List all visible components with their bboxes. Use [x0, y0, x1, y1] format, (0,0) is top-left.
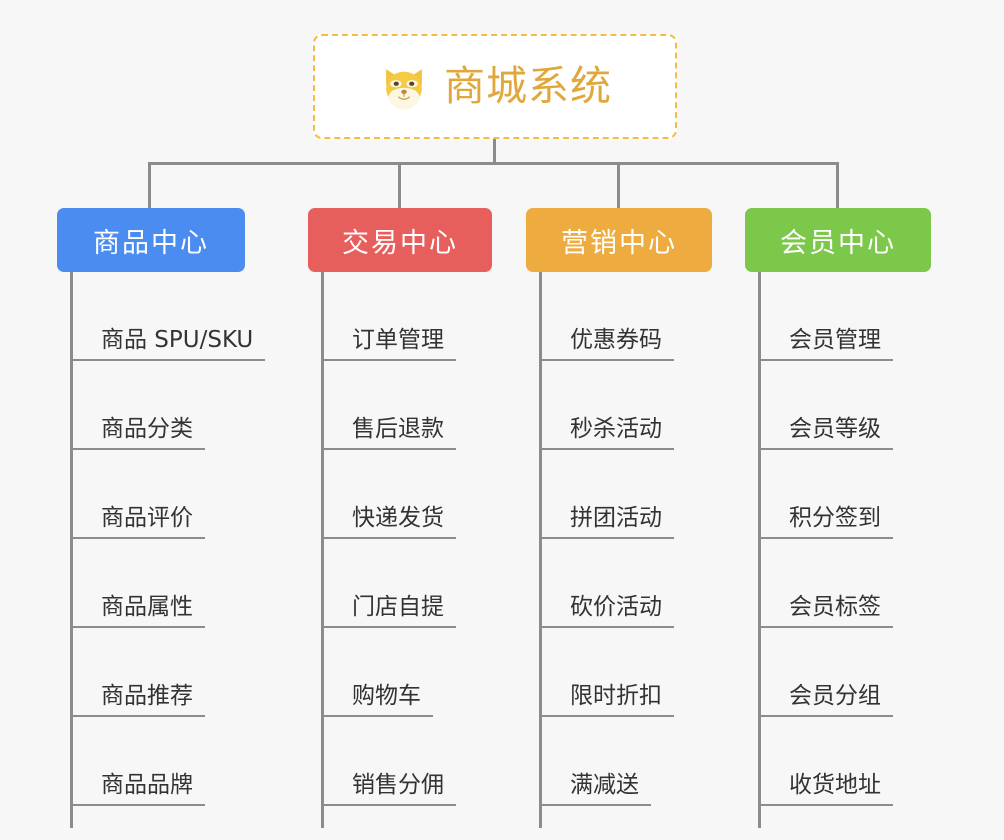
- list-item[interactable]: 积分签到: [745, 450, 931, 539]
- leaf-label: 砍价活动: [539, 594, 674, 628]
- category-column-3: 营销中心 优惠券码 秒杀活动 拼团活动 砍价活动 限时折扣 满减送: [526, 208, 712, 828]
- leaf-label: 销售分佣: [321, 772, 456, 806]
- category-header-3[interactable]: 营销中心: [526, 208, 712, 272]
- list-item[interactable]: 订单管理: [308, 272, 492, 361]
- column-spine-1: [70, 272, 73, 828]
- leaf-label: 商品品牌: [70, 772, 205, 806]
- list-item[interactable]: 会员分组: [745, 628, 931, 717]
- list-item[interactable]: 限时折扣: [526, 628, 712, 717]
- connector-root-vertical: [493, 139, 496, 165]
- connector-drop-2: [398, 162, 401, 208]
- list-item[interactable]: 拼团活动: [526, 450, 712, 539]
- list-item[interactable]: 会员管理: [745, 272, 931, 361]
- category-header-2[interactable]: 交易中心: [308, 208, 492, 272]
- root-title: 商城系统: [444, 62, 612, 110]
- leaf-label: 满减送: [539, 772, 651, 806]
- list-item[interactable]: 优惠券码: [526, 272, 712, 361]
- leaf-label: 购物车: [321, 683, 433, 717]
- list-item[interactable]: 销售分佣: [308, 717, 492, 806]
- leaf-label: 快递发货: [321, 505, 456, 539]
- column-spine-2: [321, 272, 324, 828]
- list-item[interactable]: 秒杀活动: [526, 361, 712, 450]
- list-item[interactable]: 门店自提: [308, 539, 492, 628]
- category-column-4: 会员中心 会员管理 会员等级 积分签到 会员标签 会员分组 收货地址: [745, 208, 931, 828]
- list-item[interactable]: 售后退款: [308, 361, 492, 450]
- leaf-label: 商品分类: [70, 416, 205, 450]
- category-header-label: 营销中心: [561, 227, 677, 259]
- list-item[interactable]: 商品推荐: [57, 628, 245, 717]
- category-header-1[interactable]: 商品中心: [57, 208, 245, 272]
- category-column-2: 交易中心 订单管理 售后退款 快递发货 门店自提 购物车 销售分佣: [308, 208, 492, 828]
- category-header-label: 商品中心: [93, 227, 209, 259]
- connector-drop-4: [836, 162, 839, 208]
- leaf-label: 会员等级: [758, 416, 893, 450]
- list-item[interactable]: 砍价活动: [526, 539, 712, 628]
- leaf-list-2: 订单管理 售后退款 快递发货 门店自提 购物车 销售分佣: [308, 272, 492, 806]
- list-item[interactable]: 快递发货: [308, 450, 492, 539]
- list-item[interactable]: 会员等级: [745, 361, 931, 450]
- list-item[interactable]: 商品品牌: [57, 717, 245, 806]
- list-item[interactable]: 商品评价: [57, 450, 245, 539]
- leaf-label: 会员标签: [758, 594, 893, 628]
- leaf-list-1: 商品 SPU/SKU 商品分类 商品评价 商品属性 商品推荐 商品品牌: [57, 272, 266, 806]
- column-spine-3: [539, 272, 542, 828]
- leaf-list-3: 优惠券码 秒杀活动 拼团活动 砍价活动 限时折扣 满减送: [526, 272, 712, 806]
- column-spine-4: [758, 272, 761, 828]
- leaf-label: 门店自提: [321, 594, 456, 628]
- leaf-label: 优惠券码: [539, 327, 674, 361]
- category-column-1: 商品中心 商品 SPU/SKU 商品分类 商品评价 商品属性 商品推荐 商品品牌: [57, 208, 266, 828]
- leaf-label: 会员管理: [758, 327, 893, 361]
- leaf-label: 拼团活动: [539, 505, 674, 539]
- category-header-label: 会员中心: [780, 227, 896, 259]
- leaf-label: 限时折扣: [539, 683, 674, 717]
- list-item[interactable]: 收货地址: [745, 717, 931, 806]
- connector-drop-3: [617, 162, 620, 208]
- leaf-label: 商品 SPU/SKU: [70, 327, 266, 361]
- connector-drop-1: [148, 162, 151, 208]
- connector-horizontal-bus: [148, 162, 838, 165]
- leaf-label: 积分签到: [758, 505, 893, 539]
- list-item[interactable]: 满减送: [526, 717, 712, 806]
- list-item[interactable]: 商品分类: [57, 361, 245, 450]
- leaf-label: 商品推荐: [70, 683, 205, 717]
- leaf-label: 售后退款: [321, 416, 456, 450]
- category-header-label: 交易中心: [342, 227, 458, 259]
- leaf-label: 会员分组: [758, 683, 893, 717]
- leaf-label: 订单管理: [321, 327, 456, 361]
- leaf-label: 秒杀活动: [539, 416, 674, 450]
- category-header-4[interactable]: 会员中心: [745, 208, 931, 272]
- leaf-list-4: 会员管理 会员等级 积分签到 会员标签 会员分组 收货地址: [745, 272, 931, 806]
- list-item[interactable]: 购物车: [308, 628, 492, 717]
- list-item[interactable]: 商品属性: [57, 539, 245, 628]
- root-node[interactable]: 商城系统: [313, 34, 677, 139]
- leaf-label: 收货地址: [758, 772, 893, 806]
- list-item[interactable]: 会员标签: [745, 539, 931, 628]
- list-item[interactable]: 商品 SPU/SKU: [57, 272, 266, 361]
- leaf-label: 商品评价: [70, 505, 205, 539]
- leaf-label: 商品属性: [70, 594, 205, 628]
- shiba-dog-face-icon: [378, 61, 430, 113]
